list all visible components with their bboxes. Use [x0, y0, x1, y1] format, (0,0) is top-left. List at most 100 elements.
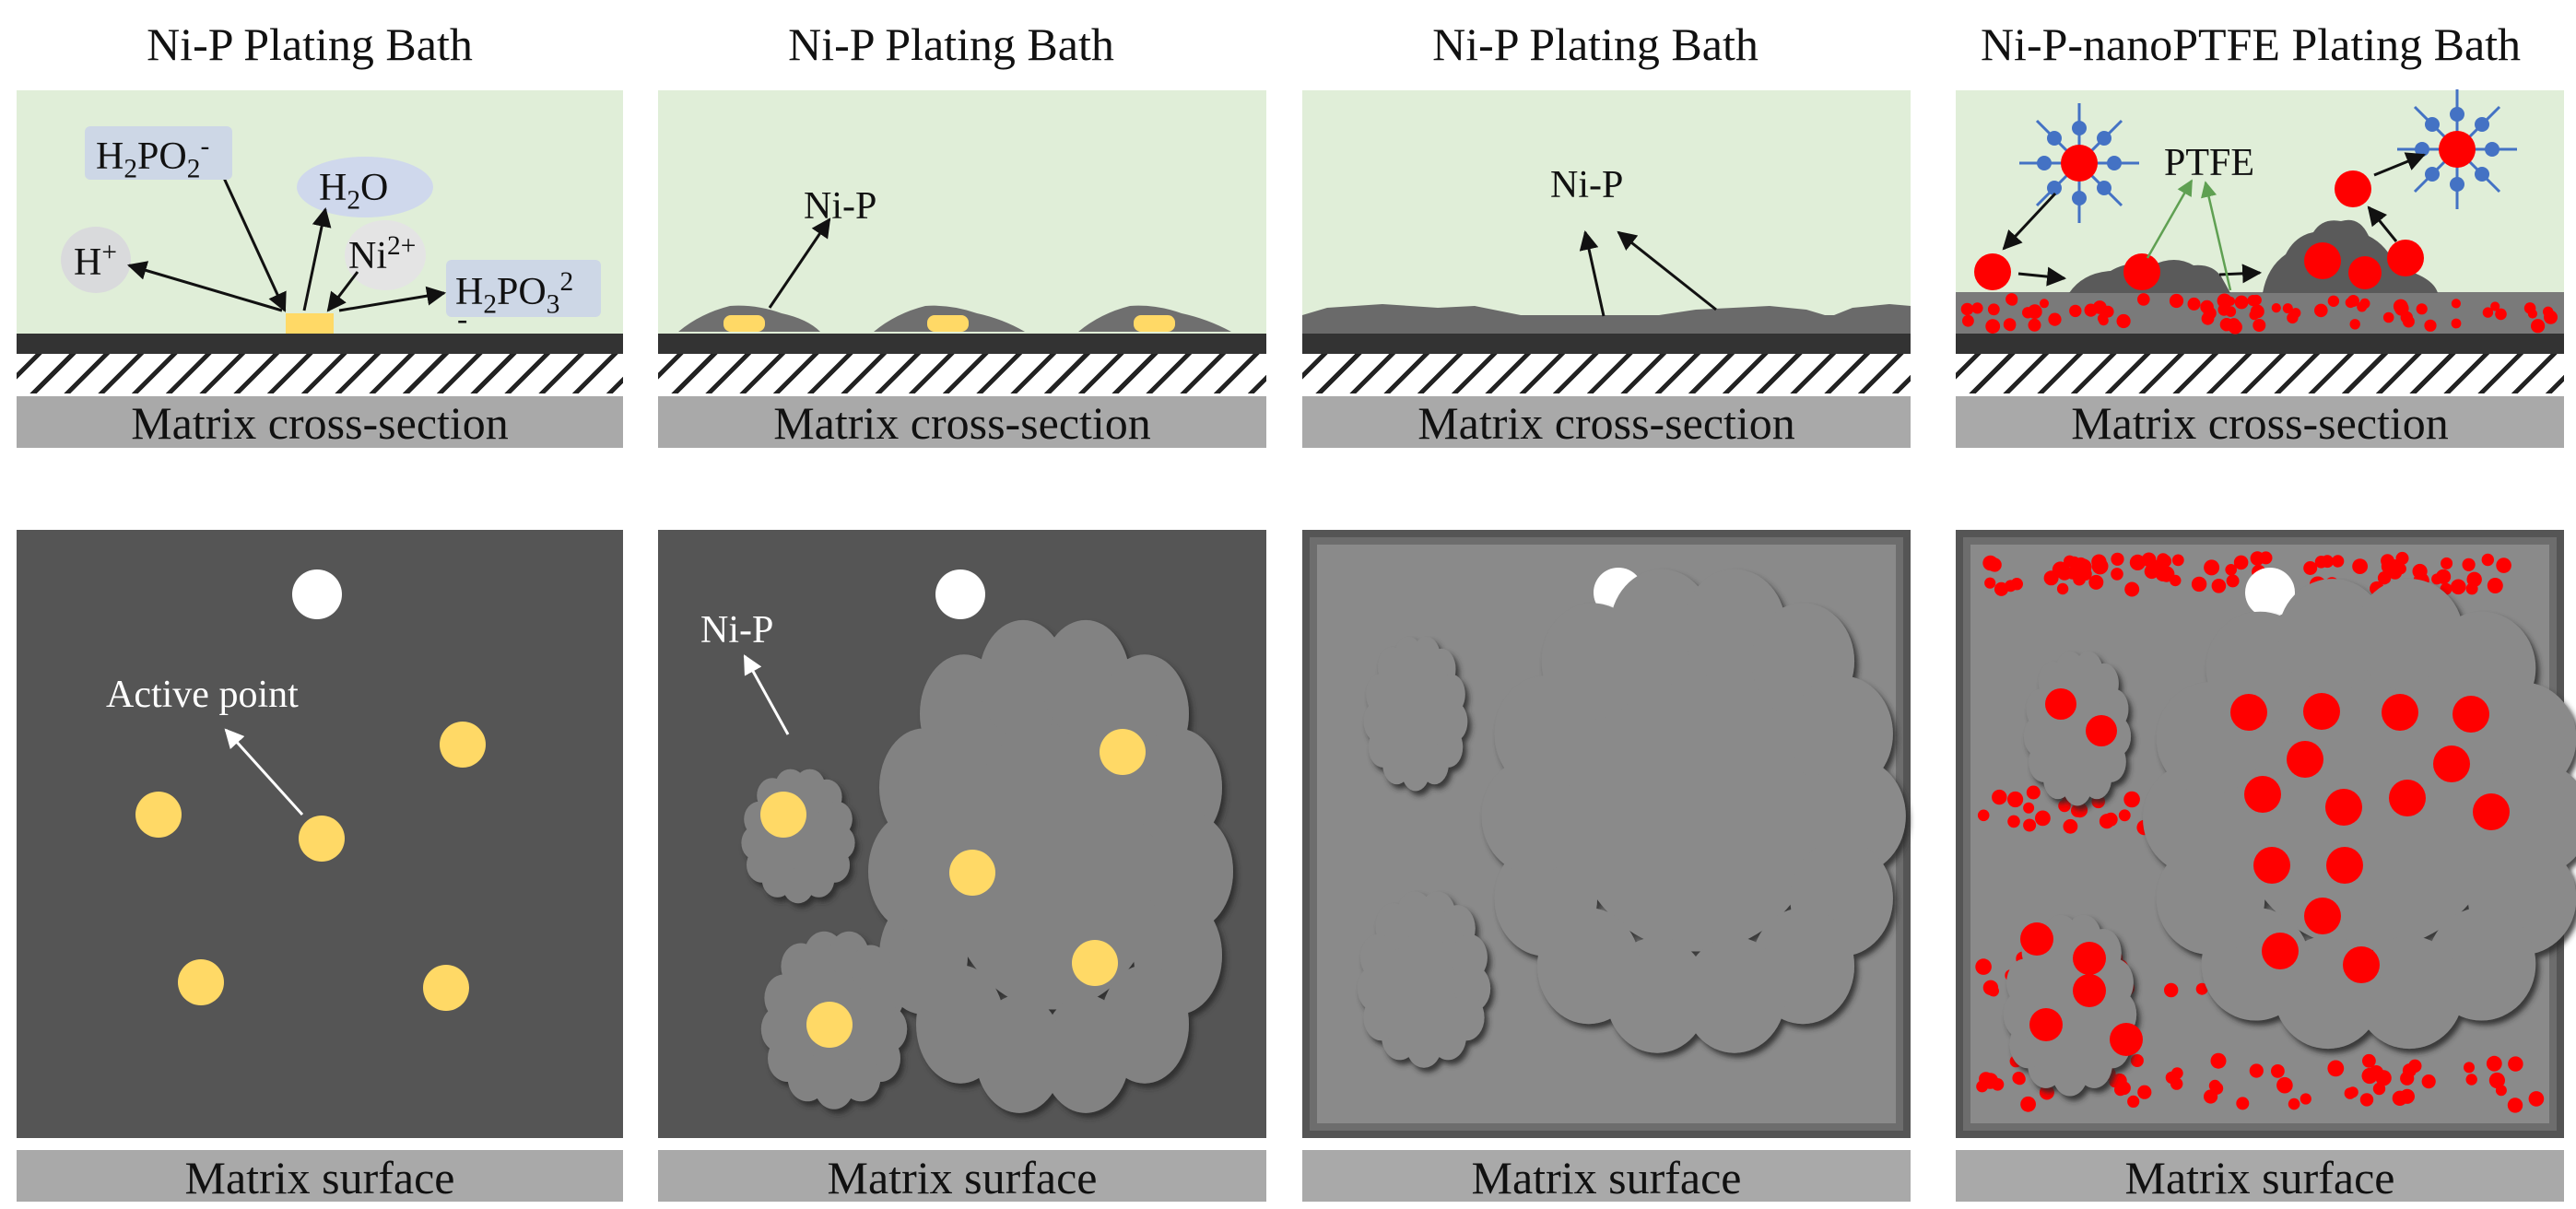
ptfe-dot — [2359, 298, 2370, 309]
ptfe-dot — [2072, 802, 2088, 818]
arrow-ptfe-green-2 — [2201, 181, 2232, 291]
ptfe-dot — [2361, 1067, 2378, 1085]
ptfe-dot — [2488, 1072, 2505, 1089]
arrow-ptfe-4 — [2373, 152, 2426, 177]
h2o-bubble — [297, 157, 433, 217]
ptfe-dot — [2099, 814, 2115, 829]
nip-label-surface-2: Ni-P — [700, 609, 774, 651]
ptfe-dot — [2464, 1062, 2475, 1074]
ptfe-dot — [2271, 1064, 2285, 1078]
ptfe-dot — [2349, 319, 2360, 330]
ptfe-dot — [2111, 1073, 2127, 1088]
ptfe-dot — [2026, 785, 2041, 800]
ptfe-dot — [2496, 558, 2511, 573]
ptfe-dot — [2303, 561, 2318, 575]
ptfe-dot — [2424, 319, 2437, 332]
ptfe-dot — [2507, 1097, 2523, 1113]
cross-section-caption-4: Matrix cross-section — [1956, 396, 2564, 449]
ptfe-dot — [2210, 1052, 2227, 1069]
ptfe-dot — [1962, 314, 1974, 327]
matrix-layer-3 — [1302, 334, 1911, 354]
ptfe-dot — [2490, 301, 2500, 311]
ptfe-dot — [2495, 308, 2507, 321]
ptfe-dot — [2527, 309, 2537, 319]
panel-3-title: Ni-P Plating Bath — [1432, 18, 1759, 70]
ptfe-dot — [2352, 558, 2369, 574]
ptfe-dot — [2314, 303, 2328, 318]
ptfe-dot — [2028, 318, 2041, 332]
surface-caption-4: Matrix surface — [1956, 1150, 2564, 1203]
ptfe-dot — [2234, 295, 2249, 310]
surface-caption-2: Matrix surface — [658, 1150, 1266, 1203]
ptfe-dot — [2344, 1087, 2357, 1099]
ptfe-dot — [2171, 554, 2184, 567]
ptfe-dot — [2225, 564, 2237, 576]
ptfe-dot — [2451, 318, 2462, 329]
ptfe-dot — [2137, 293, 2150, 306]
ptfe-dot — [2170, 1077, 2183, 1090]
ptfe-dot — [2078, 567, 2092, 581]
ptfe-dot — [2069, 304, 2082, 318]
cross-section-caption-1: Matrix cross-section — [17, 396, 623, 449]
ptfe-dot — [2127, 1095, 2140, 1108]
ptfe-dot — [2020, 1096, 2037, 1112]
surfactant-ptfe-2 — [2395, 88, 2519, 211]
ptfe-dot — [2395, 551, 2409, 565]
arrow-nip-surface-2 — [743, 654, 790, 735]
ptfe-dot — [2288, 1097, 2300, 1110]
ptfe-dot — [2007, 815, 2020, 828]
ptfe-dot — [2402, 315, 2415, 328]
arrow-h2o — [302, 206, 332, 311]
ptfe-dot — [2091, 558, 2109, 575]
ptfe-dot — [2211, 579, 2227, 593]
ptfe-dot — [2331, 555, 2345, 568]
ptfe-dot — [2528, 1091, 2545, 1107]
arrow-active-point — [224, 728, 304, 816]
ptfe-dot — [2441, 557, 2453, 569]
ptfe-dot — [2259, 551, 2273, 565]
ptfe-dot — [2204, 559, 2220, 576]
active-site-deposit — [286, 313, 334, 334]
ptfe-dot — [2043, 570, 2059, 586]
arrow-ptfe-2 — [2017, 266, 2067, 287]
ptfe-dot — [2465, 582, 2478, 595]
ptfe-dot — [2169, 293, 2184, 309]
ptfe-dot — [1984, 577, 1996, 589]
ptfe-dot — [2236, 1097, 2250, 1110]
active-points — [135, 722, 486, 1011]
h2o-label: H2O — [319, 167, 389, 216]
ptfe-dot — [2123, 791, 2140, 808]
arrow-nip-cross-2 — [768, 217, 831, 309]
ptfe-label: PTFE — [2164, 142, 2255, 184]
ptfe-dot — [2191, 576, 2207, 593]
ptfe-dot — [2314, 556, 2328, 569]
arrow-ptfe-3 — [2367, 205, 2398, 242]
ptfe-dot — [2007, 791, 2024, 808]
ptfe-dot — [2204, 1089, 2218, 1104]
ptfe-dot — [2118, 809, 2131, 822]
ptfe-dot — [2187, 297, 2201, 311]
ptfe-dot — [2481, 553, 2494, 567]
ptfe-dot — [2416, 303, 2428, 315]
ptfe-dot — [2056, 582, 2069, 595]
ptfe-dot — [1977, 809, 1990, 822]
ptfe-dot — [2217, 293, 2232, 309]
ptfe-dot — [2195, 982, 2208, 995]
plating-bath-3 — [1302, 90, 1911, 335]
ptfe-dot — [2271, 303, 2281, 313]
ptfe-dot — [2276, 1076, 2293, 1094]
ptfe-dot — [2129, 554, 2146, 571]
ptfe-dot — [2362, 1053, 2376, 1068]
ptfe-dot — [2377, 571, 2392, 585]
surfactant-ptfe-1 — [2017, 101, 2141, 225]
ptfe-dot — [2005, 320, 2016, 332]
ptfe-dot — [1987, 303, 2000, 316]
ptfe-dot — [1960, 302, 1974, 316]
ptfe-dot — [1992, 789, 2007, 805]
cross-section-caption-2: Matrix cross-section — [658, 396, 1266, 449]
ptfe-particle-f — [2335, 170, 2371, 207]
active-points-2 — [760, 729, 1146, 1048]
panel-4-title: Ni-P-nanoPTFE Plating Bath — [1980, 18, 2522, 70]
ptfe-dot — [2219, 318, 2234, 332]
